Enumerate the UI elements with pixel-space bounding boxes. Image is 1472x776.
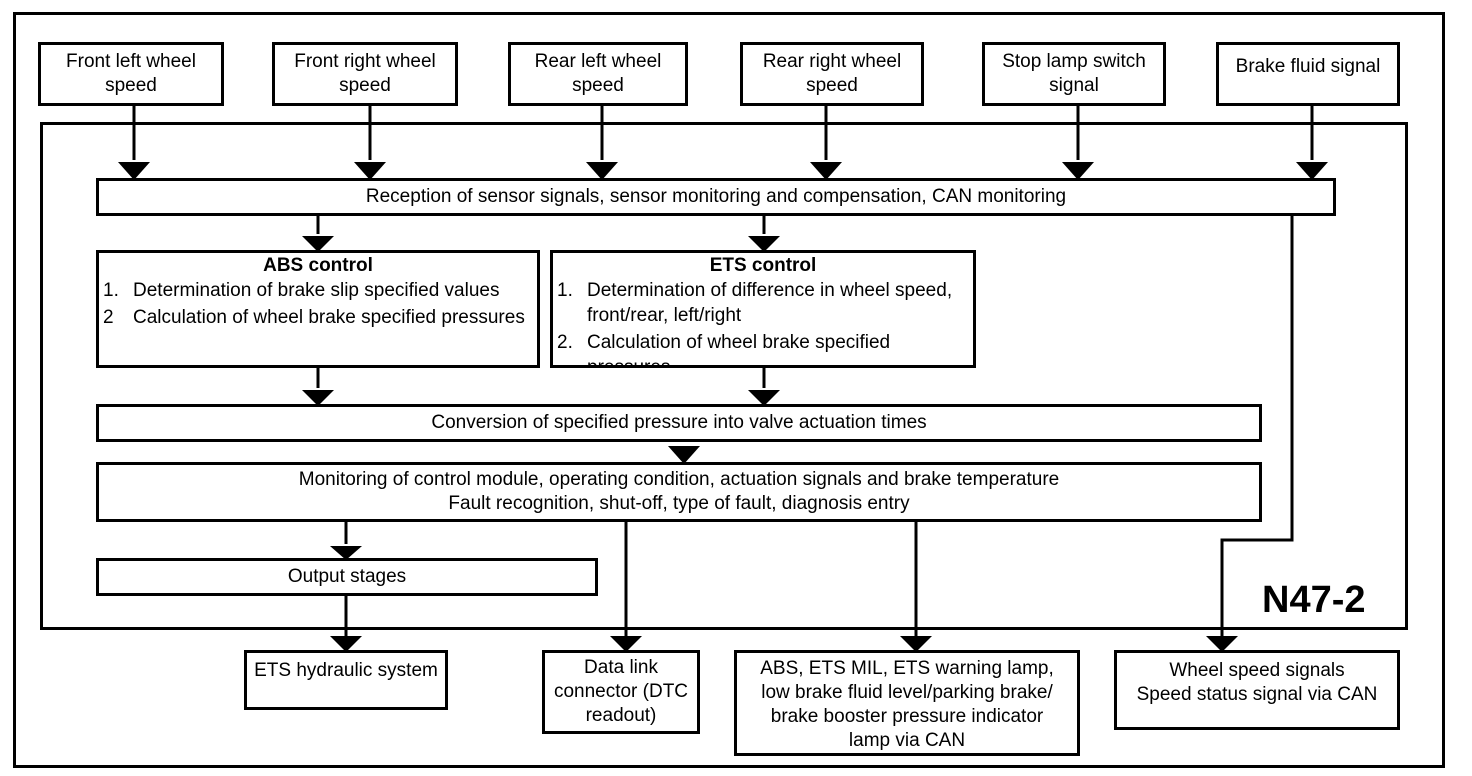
- arrowhead: [302, 236, 334, 252]
- input-brake-fluid-signal: Brake fluid signal: [1216, 42, 1400, 106]
- list-item: 1. Determination of difference in wheel …: [553, 278, 973, 328]
- input-line-1: Rear left wheel: [534, 51, 662, 72]
- output-line-4: lamp via CAN: [848, 730, 966, 751]
- arrowhead: [302, 390, 334, 406]
- output-line-2: connector (DTC: [553, 681, 689, 702]
- input-line-1: Brake fluid signal: [1235, 56, 1381, 77]
- input-stop-lamp-switch-signal: Stop lamp switch signal: [982, 42, 1166, 106]
- monitoring-line-2: Fault recognition, shut-off, type of fau…: [448, 493, 910, 514]
- conversion-bar: Conversion of specified pressure into va…: [96, 404, 1262, 442]
- output-warning-lamps: ABS, ETS MIL, ETS warning lamp, low brak…: [734, 650, 1080, 756]
- output-line-1: Data link: [584, 657, 658, 678]
- module-label: N47-2: [1262, 579, 1366, 621]
- ets-control-title: ETS control: [709, 255, 817, 276]
- input-line-1: Stop lamp switch: [1002, 51, 1146, 72]
- list-item: 2. Calculation of wheel brake specified …: [553, 330, 973, 368]
- output-stages-box: Output stages: [96, 558, 598, 596]
- arrowhead: [1296, 162, 1328, 180]
- output-text: ETS hydraulic system: [254, 660, 438, 681]
- item-number: 2: [103, 307, 114, 328]
- monitoring-bar: Monitoring of control module, operating …: [96, 462, 1262, 522]
- ets-control-list: 1. Determination of difference in wheel …: [553, 278, 973, 368]
- input-line-1: Front left wheel: [66, 51, 196, 72]
- output-line-3: readout): [585, 705, 657, 726]
- abs-control-title: ABS control: [263, 255, 373, 276]
- conversion-text: Conversion of specified pressure into va…: [431, 412, 927, 433]
- monitoring-line-1: Monitoring of control module, operating …: [298, 469, 1060, 490]
- input-line-2: speed: [339, 75, 391, 96]
- arrowhead: [668, 446, 700, 464]
- item-text: Determination of difference in wheel spe…: [587, 280, 953, 326]
- control-module-frame: [40, 122, 1408, 630]
- reception-text: Reception of sensor signals, sensor moni…: [365, 186, 1067, 207]
- abs-control-list: 1. Determination of brake slip specified…: [99, 278, 537, 330]
- input-line-2: speed: [105, 75, 157, 96]
- input-rear-left-wheel-speed: Rear left wheel speed: [508, 42, 688, 106]
- output-line-2: Speed status signal via CAN: [1136, 684, 1378, 705]
- arrowhead: [610, 636, 642, 652]
- output-wheel-speed-signals: Wheel speed signals Speed status signal …: [1114, 650, 1400, 730]
- arrowhead: [330, 636, 362, 652]
- arrowhead: [900, 636, 932, 652]
- item-text: Calculation of wheel brake specified pre…: [587, 332, 891, 368]
- arrowhead: [748, 390, 780, 406]
- item-number: 2.: [557, 332, 573, 353]
- input-front-right-wheel-speed: Front right wheel speed: [272, 42, 458, 106]
- input-line-1: Front right wheel: [294, 51, 436, 72]
- input-line-2: signal: [1049, 75, 1099, 96]
- arrowhead: [118, 162, 150, 180]
- arrowhead: [810, 162, 842, 180]
- ets-control-box: ETS control 1. Determination of differen…: [550, 250, 976, 368]
- item-text: Determination of brake slip specified va…: [133, 280, 500, 301]
- item-number: 1.: [103, 280, 119, 301]
- arrowhead: [1062, 162, 1094, 180]
- arrowhead: [1206, 636, 1238, 652]
- input-rear-right-wheel-speed: Rear right wheel speed: [740, 42, 924, 106]
- outer-frame: [13, 12, 1445, 768]
- input-line-2: speed: [572, 75, 624, 96]
- arrowhead: [586, 162, 618, 180]
- item-number: 1.: [557, 280, 573, 301]
- arrowhead: [330, 546, 362, 560]
- arrowhead: [354, 162, 386, 180]
- output-data-link-connector: Data link connector (DTC readout): [542, 650, 700, 734]
- output-line-3: brake booster pressure indicator: [770, 706, 1044, 727]
- reception-bar: Reception of sensor signals, sensor moni…: [96, 178, 1336, 216]
- output-ets-hydraulic-system: ETS hydraulic system: [244, 650, 448, 710]
- output-line-2: low brake fluid level/parking brake/: [761, 682, 1053, 703]
- output-stages-text: Output stages: [287, 566, 407, 587]
- list-item: 2 Calculation of wheel brake specified p…: [99, 305, 537, 330]
- input-line-1: Rear right wheel: [762, 51, 902, 72]
- output-line-1: ABS, ETS MIL, ETS warning lamp,: [760, 658, 1054, 679]
- connector-line: [1220, 216, 1294, 636]
- item-text: Calculation of wheel brake specified pre…: [133, 307, 525, 328]
- arrowhead: [748, 236, 780, 252]
- input-line-2: speed: [806, 75, 858, 96]
- output-line-1: Wheel speed signals: [1169, 660, 1345, 681]
- input-front-left-wheel-speed: Front left wheel speed: [38, 42, 224, 106]
- list-item: 1. Determination of brake slip specified…: [99, 278, 537, 303]
